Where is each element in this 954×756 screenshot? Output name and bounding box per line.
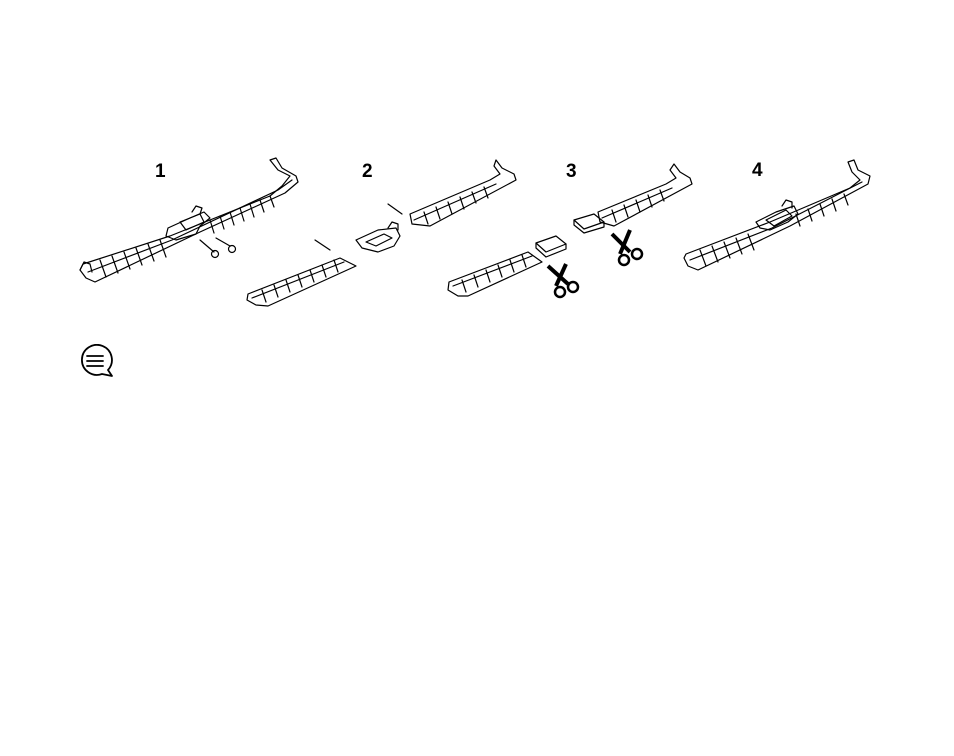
step1-strap bbox=[80, 158, 298, 282]
scissors-icon bbox=[612, 230, 642, 265]
step2-parts bbox=[247, 160, 516, 306]
scissors-icon bbox=[548, 264, 578, 297]
step4-strap bbox=[684, 160, 870, 270]
note-speech-bubble-icon bbox=[78, 344, 116, 378]
step3-parts bbox=[448, 164, 692, 296]
